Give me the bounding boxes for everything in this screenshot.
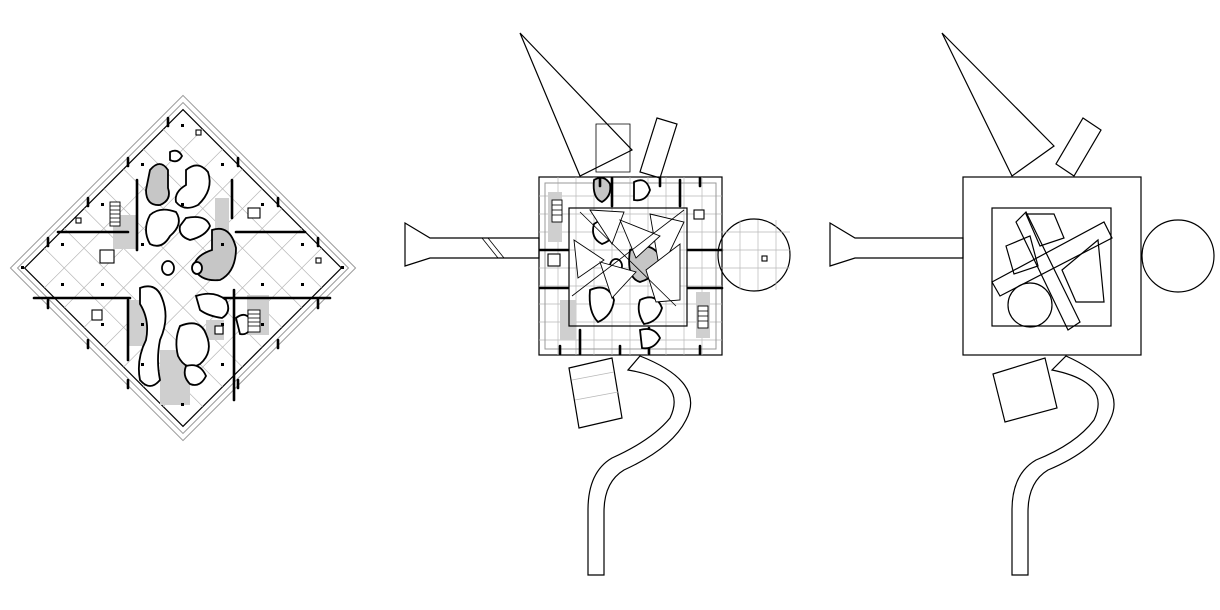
plan-perimeter-ticks <box>46 116 320 390</box>
overlay-curve-path <box>587 355 692 576</box>
overlay-triangle <box>519 32 633 177</box>
plan-columns <box>21 124 344 406</box>
abstract-outer-square <box>962 176 1142 356</box>
abstract-inner-square <box>991 207 1112 327</box>
overlay-square <box>538 176 723 356</box>
overlay-circle <box>717 218 791 292</box>
plan-stair-north <box>109 201 121 227</box>
abstract-curve-path <box>1011 355 1115 576</box>
abstract-circle <box>1141 219 1215 293</box>
plan-stair-south <box>247 309 261 333</box>
abstract-triangle <box>941 32 1055 177</box>
abstract-diagram <box>829 32 1215 576</box>
plan-diagram <box>9 94 357 442</box>
abstract-entry-path <box>829 221 964 267</box>
abstract-tilted-bar <box>1055 117 1102 177</box>
abstract-tilted-square <box>992 357 1058 423</box>
overlay-entry-path <box>404 221 540 267</box>
overlay-diagram <box>404 32 791 576</box>
